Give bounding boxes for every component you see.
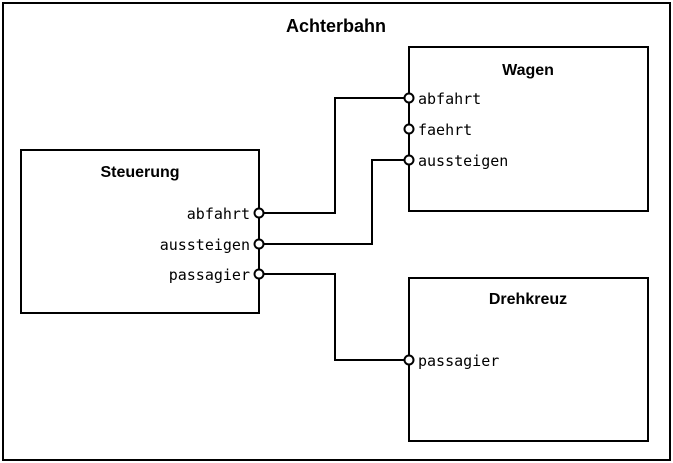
connection-aussteigen bbox=[259, 159, 409, 245]
wagen-title: Wagen bbox=[502, 62, 554, 79]
connection-abfahrt bbox=[259, 97, 409, 214]
wagen-port-faehrt bbox=[403, 123, 415, 135]
drehkreuz-title: Drehkreuz bbox=[489, 291, 567, 308]
wagen-port-label-aussteigen: aussteigen bbox=[418, 152, 508, 170]
wagen-port-abfahrt bbox=[403, 92, 415, 104]
wagen-box bbox=[408, 46, 649, 212]
component-wagen: Wagen abfahrt faehrt aussteigen bbox=[403, 46, 649, 212]
wagen-port-label-faehrt: faehrt bbox=[418, 121, 472, 139]
drehkreuz-box bbox=[408, 277, 649, 442]
drehkreuz-port-passagier bbox=[403, 354, 415, 366]
steuerung-port-aussteigen bbox=[253, 238, 265, 250]
component-drehkreuz: Drehkreuz passagier bbox=[403, 277, 649, 442]
steuerung-port-label-aussteigen: aussteigen bbox=[160, 236, 250, 254]
connection-passagier bbox=[259, 273, 409, 361]
steuerung-port-label-abfahrt: abfahrt bbox=[187, 205, 250, 223]
wagen-port-label-abfahrt: abfahrt bbox=[418, 90, 481, 108]
system-title: Achterbahn bbox=[286, 16, 386, 36]
steuerung-port-label-passagier: passagier bbox=[169, 266, 250, 284]
steuerung-port-abfahrt bbox=[253, 207, 265, 219]
drehkreuz-port-label-passagier: passagier bbox=[418, 352, 499, 370]
component-steuerung: Steuerung abfahrt aussteigen passagier bbox=[20, 149, 265, 314]
steuerung-title: Steuerung bbox=[100, 164, 179, 181]
steuerung-box bbox=[20, 149, 260, 314]
wagen-port-aussteigen bbox=[403, 154, 415, 166]
steuerung-port-passagier bbox=[253, 268, 265, 280]
